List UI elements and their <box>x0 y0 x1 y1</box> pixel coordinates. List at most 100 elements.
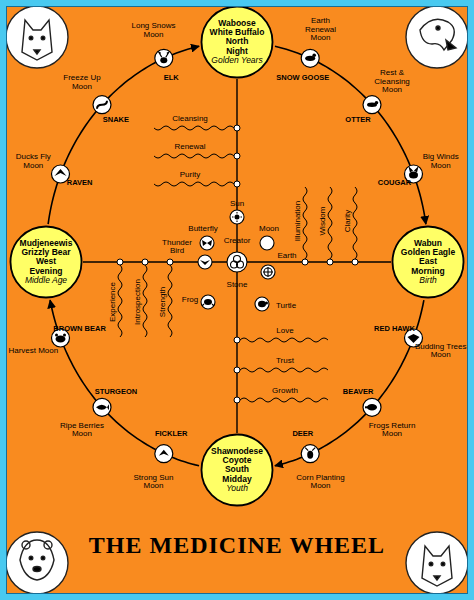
node-text: Mudjeneewis <box>20 239 73 248</box>
wavy-line <box>143 265 147 337</box>
totem-icon <box>96 404 109 410</box>
moon-name: Rest & Cleansing Moon <box>366 70 418 95</box>
wavy-line <box>154 182 234 186</box>
corner-animal <box>29 556 33 560</box>
path-quality: Cleansing <box>172 115 208 123</box>
path-quality: Experience <box>109 282 117 322</box>
center-symbol <box>200 260 210 265</box>
moon-name: Budding Trees Moon <box>415 342 467 359</box>
junction-dot <box>117 125 358 403</box>
wavy-line <box>303 187 307 259</box>
totem-name: BROWN BEAR <box>53 325 106 333</box>
circle-outline <box>201 434 272 505</box>
totem-name: COUGAR <box>378 179 411 187</box>
totem-icon <box>365 406 368 408</box>
totem-icon <box>301 49 319 67</box>
moon-name: Ducks Fly Moon <box>7 153 59 170</box>
center-element-name: Sun <box>230 200 244 208</box>
totem-icon <box>160 57 167 63</box>
direction-circle: ShawnodeseCoyoteSouthMiddayYouth <box>200 433 274 507</box>
center-symbol <box>237 261 244 268</box>
center-symbol <box>198 255 212 269</box>
totem-icon <box>155 445 173 463</box>
diagram-title: THE MEDICINE WHEEL <box>0 532 474 559</box>
node-text: Morning <box>411 267 445 276</box>
junction-dot <box>117 259 123 265</box>
corner-animal <box>6 6 68 68</box>
totem-icon <box>307 451 313 459</box>
corner-animal <box>406 532 468 594</box>
direction-circle: MudjeneewisGrizzly BearWestEveningMiddle… <box>9 225 83 299</box>
totem-icon <box>409 172 418 179</box>
totem-icon <box>93 96 111 114</box>
path-quality: Introspection <box>134 279 142 325</box>
wavy-line <box>154 154 234 158</box>
junction-dot <box>352 259 358 265</box>
center-symbol <box>263 238 268 248</box>
node-text: Waboose <box>218 19 255 28</box>
wavy-line <box>154 126 234 130</box>
wavy-line <box>240 368 328 372</box>
path-quality: Strength <box>159 287 167 317</box>
corner-animal <box>41 36 45 40</box>
totem-name: ELK <box>164 74 179 82</box>
totem-name: DEER <box>292 430 313 438</box>
center-symbol <box>232 212 242 222</box>
path-quality: Renewal <box>174 143 205 151</box>
center-symbol <box>227 252 247 272</box>
center-symbol <box>198 255 212 269</box>
center-symbol <box>261 265 275 279</box>
center-symbol <box>265 302 268 305</box>
totem-icon <box>301 445 319 463</box>
totem-icon <box>159 52 169 57</box>
corner-animal <box>20 540 54 580</box>
center-element-name: Stone <box>227 281 248 289</box>
node-text: Grizzly Bear <box>21 248 70 257</box>
node-text: East <box>419 257 437 266</box>
node-text: North <box>226 37 249 46</box>
node-text: South <box>225 465 249 474</box>
direction-circle: WabunGolden EagleEastMorningBirth <box>391 225 465 299</box>
path-quality: Illumination <box>294 201 302 241</box>
wavy-line <box>240 338 328 342</box>
wavy-line <box>168 265 172 337</box>
totem-icon <box>312 54 316 58</box>
junction-dot <box>302 259 308 265</box>
path-quality: Growth <box>272 387 298 395</box>
wavy-line <box>240 398 328 402</box>
center-symbol <box>255 297 269 311</box>
corner-animal <box>44 541 52 549</box>
center-symbol <box>261 265 275 279</box>
center-symbol <box>200 236 214 250</box>
junction-dot <box>167 259 173 265</box>
corner-animal <box>441 562 445 566</box>
node-text: Evening <box>29 267 62 276</box>
corner-animal <box>422 546 452 586</box>
center-symbol <box>263 267 273 277</box>
totem-icon <box>301 49 319 67</box>
totem-icon <box>52 49 423 462</box>
totem-icon <box>367 404 377 410</box>
node-text: White Buffalo <box>210 28 265 37</box>
center-symbol <box>235 215 240 220</box>
node-text: Wabun <box>414 239 442 248</box>
node-text: Shawnodese <box>211 447 263 456</box>
totem-name: FICKLER <box>155 430 188 438</box>
totem-icon <box>375 101 379 105</box>
circle-outline <box>201 6 272 77</box>
totem-name: STURGEON <box>95 388 138 396</box>
corner-animal <box>434 576 440 580</box>
center-element-name: Moon <box>259 225 279 233</box>
totem-icon <box>55 169 67 176</box>
center-symbol <box>201 295 215 309</box>
totem-icon <box>155 49 173 67</box>
moon-name: Big Winds Moon <box>415 153 467 170</box>
moon-name: Ripe Berries Moon <box>56 421 108 438</box>
totem-icon <box>155 445 173 463</box>
totem-icon <box>363 96 381 114</box>
center-symbol <box>201 295 215 309</box>
corner-animal <box>34 50 40 54</box>
node-text: Youth <box>226 484 248 493</box>
